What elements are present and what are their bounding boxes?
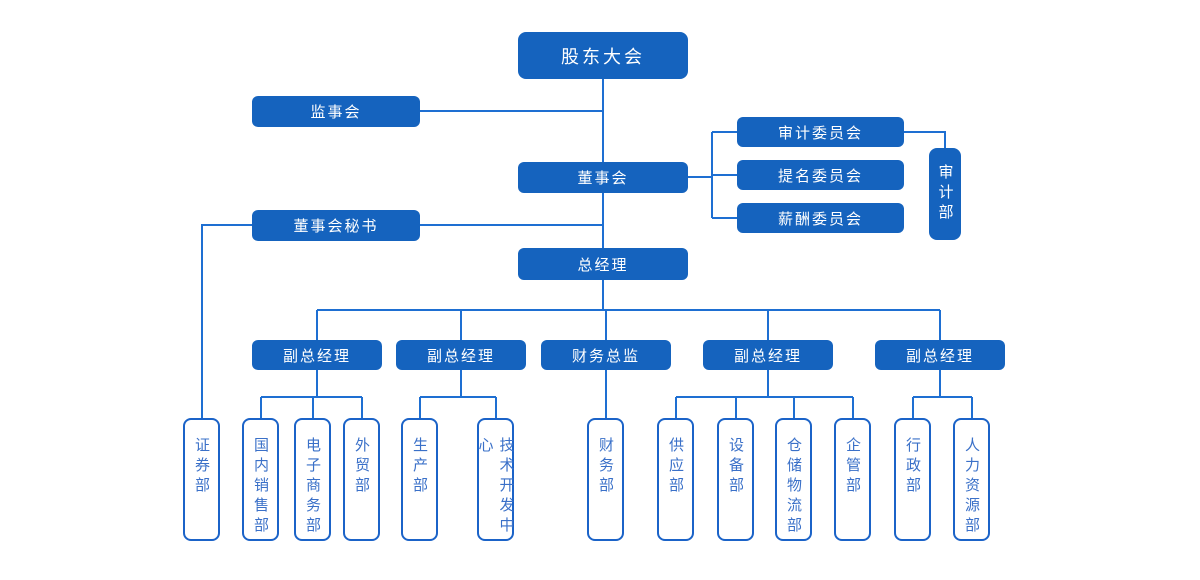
node-deputy-gm-1: 副总经理	[252, 340, 382, 370]
node-deputy-gm-2: 副总经理	[396, 340, 526, 370]
node-dept-tech-development-center: 技术开发中心	[477, 418, 515, 541]
node-dept-production: 生产部	[401, 418, 438, 541]
node-dept-foreign-trade: 外贸部	[343, 418, 380, 541]
node-board-of-directors: 董事会	[518, 162, 688, 193]
line-exec2-to-depts	[419, 370, 497, 418]
node-dept-enterprise-management: 企管部	[834, 418, 871, 541]
node-general-manager: 总经理	[518, 248, 688, 280]
node-nomination-committee: 提名委员会	[737, 160, 904, 190]
node-dept-warehouse-logistics: 仓储物流部	[775, 418, 812, 541]
node-dept-securities: 证券部	[183, 418, 220, 541]
line-exec1-to-depts	[260, 370, 363, 418]
node-deputy-gm-3: 副总经理	[703, 340, 833, 370]
node-supervisory-board: 监事会	[252, 96, 420, 127]
node-deputy-gm-4: 副总经理	[875, 340, 1005, 370]
node-audit-department: 审计部	[929, 148, 961, 240]
line-exec4-to-depts	[675, 370, 854, 418]
node-shareholders-meeting: 股东大会	[518, 32, 688, 79]
node-dept-ecommerce: 电子商务部	[294, 418, 331, 541]
node-dept-human-resources: 人力资源部	[953, 418, 990, 541]
node-compensation-committee: 薪酬委员会	[737, 203, 904, 233]
node-audit-committee: 审计委员会	[737, 117, 904, 147]
line-gm-to-executives	[316, 280, 941, 340]
node-dept-finance: 财务部	[587, 418, 624, 541]
line-exec5-to-depts	[912, 370, 973, 418]
node-dept-domestic-sales: 国内销售部	[242, 418, 279, 541]
line-auditcommittee-to-auditdept	[904, 131, 946, 148]
node-dept-administration: 行政部	[894, 418, 931, 541]
line-secretary-to-trunk-and-securities	[201, 224, 603, 418]
node-board-secretary: 董事会秘书	[252, 210, 420, 241]
node-finance-director: 财务总监	[541, 340, 671, 370]
node-dept-equipment: 设备部	[717, 418, 754, 541]
node-dept-supply: 供应部	[657, 418, 694, 541]
line-board-to-committees	[688, 131, 737, 219]
